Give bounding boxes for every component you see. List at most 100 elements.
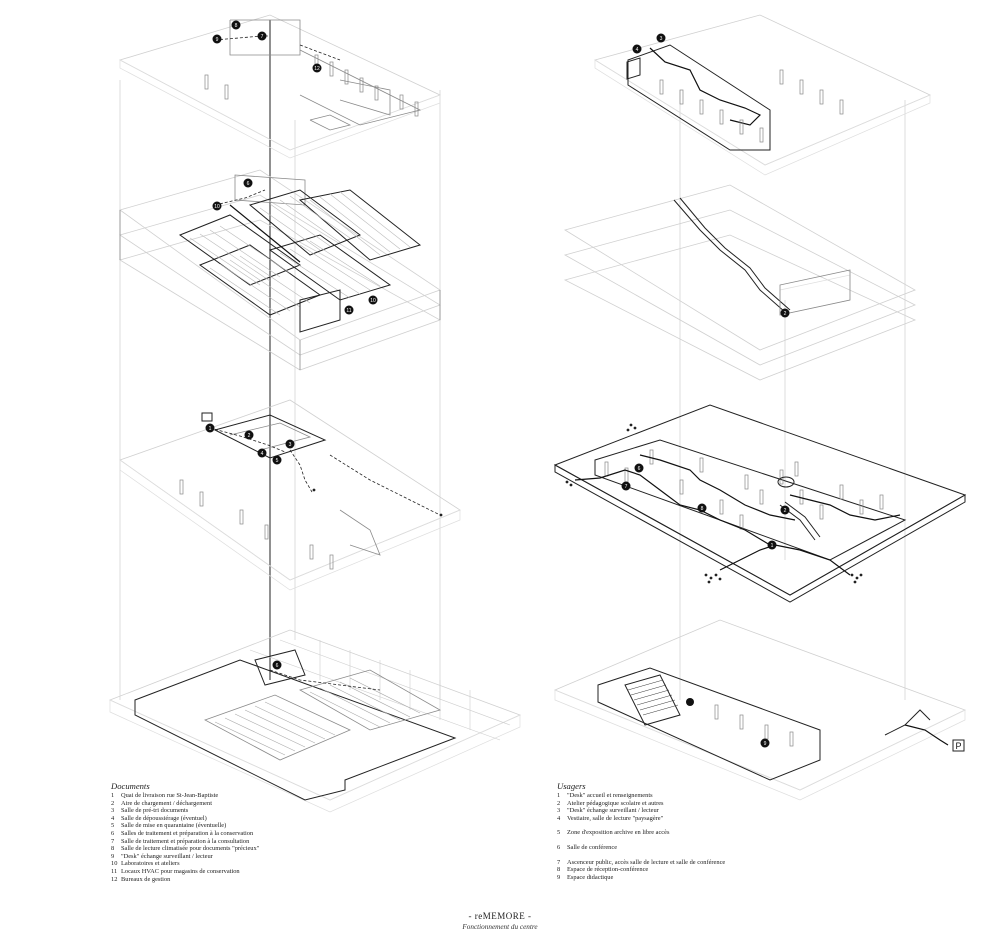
marker-2: 2	[244, 430, 254, 440]
legend-item-label: Salle de lecture climatisée pour documen…	[121, 845, 260, 853]
svg-text:4: 4	[261, 451, 264, 457]
level-storage-right	[563, 184, 917, 381]
legend-item-number: 9	[111, 852, 115, 860]
legend-item-label: Espace de réception-conférence	[567, 866, 649, 874]
svg-text:2: 2	[248, 433, 251, 439]
legend-item-label: Locaux HVAC pour magasins de conservatio…	[121, 867, 240, 875]
legend-item-number: 1	[557, 792, 561, 799]
svg-text:6: 6	[276, 663, 279, 669]
svg-text:3: 3	[660, 36, 663, 42]
legend-item-label: "Desk" échange surveillant / lecteur	[121, 852, 213, 860]
legend-item-label: Salle de dépoussiérage (éventuel)	[121, 814, 207, 822]
legend-item: 9 "Desk" échange surveillant / lecteur	[111, 853, 371, 861]
svg-text:10: 10	[370, 298, 376, 304]
title-block: - reMEMORE - Fonctionnement du centre	[0, 911, 1000, 931]
legend-item-number: 2	[111, 799, 115, 807]
legend-item-number: 7	[111, 837, 115, 845]
svg-text:11: 11	[346, 308, 351, 314]
level-top-right	[594, 14, 931, 176]
legend-item-number: 8	[557, 866, 561, 874]
legend-item-number: 9	[557, 873, 561, 881]
svg-text:9: 9	[216, 37, 219, 43]
left-markers: 8 9 7 12 6 10 11 10 1 2 3 4 5 6	[205, 20, 378, 670]
marker-r-4: 4	[632, 44, 642, 54]
marker-3: 3	[285, 439, 295, 449]
marker-9: 9	[212, 34, 222, 44]
legend-item-number: 3	[557, 807, 561, 815]
marker-7: 7	[257, 31, 267, 41]
svg-text:6: 6	[247, 181, 250, 187]
level-ground-left	[119, 399, 461, 591]
legend-item-label: Salle de pré-tri documents	[121, 807, 189, 815]
legend-item: 5 Salle de mise en quarantaine (éventuell…	[111, 822, 371, 830]
marker-1: 1	[205, 423, 215, 433]
marker-r-2: 2	[780, 505, 790, 515]
legend-usagers-heading: Usagers	[557, 781, 586, 791]
page-title: - reMEMORE -	[468, 911, 532, 921]
level-top-left	[118, 14, 442, 159]
svg-text:2: 2	[784, 508, 787, 514]
legend-item-label: Quai de livraison rue St-Jean-Baptiste	[121, 792, 219, 799]
legend-item-label: Salle de conférence	[567, 843, 618, 851]
legend-item-number: 11	[111, 867, 118, 875]
marker-r-3: 3	[656, 33, 666, 43]
svg-text:4: 4	[636, 47, 639, 53]
svg-text:6: 6	[638, 466, 641, 472]
legend-item-number: 6	[111, 829, 115, 837]
svg-text:10: 10	[214, 204, 220, 210]
marker-r-6: 6	[634, 463, 644, 473]
legend-item: 1 Quai de livraison rue St-Jean-Baptiste	[111, 792, 371, 800]
parking-label: P	[955, 741, 961, 751]
marker-10: 10	[212, 201, 222, 211]
svg-text:9: 9	[764, 741, 767, 747]
legend-item-number: 6	[557, 843, 561, 851]
legend-item-label: Laboratoires et ateliers	[121, 860, 180, 868]
svg-text:7: 7	[625, 484, 628, 490]
marker-r-8: 8	[697, 503, 707, 513]
svg-text:8: 8	[701, 506, 704, 512]
level-storage-left	[119, 169, 441, 371]
svg-text:8: 8	[235, 23, 238, 29]
legend-item: 8 Espace de réception-conférence	[557, 866, 817, 874]
marker-4: 4	[257, 448, 267, 458]
marker-6: 6	[243, 178, 253, 188]
legend-item-label: Salle de mise en quarantaine (éventuelle…	[121, 822, 227, 830]
legend-item-number: 1	[111, 792, 115, 799]
marker-11: 11	[344, 305, 354, 315]
svg-text:5: 5	[276, 458, 279, 464]
svg-text:1: 1	[771, 543, 774, 549]
legend-item-number: 5	[111, 822, 115, 830]
svg-text:2: 2	[784, 311, 787, 317]
legend-item-label: Bureaux de gestion	[121, 875, 171, 883]
level-basement-left	[108, 629, 522, 813]
level-basement-right: P	[553, 619, 967, 801]
marker-5: 5	[272, 455, 282, 465]
legend-item: 3 "Desk" échange surveillant / lecteur	[557, 807, 817, 815]
marker-8: 8	[231, 20, 241, 30]
marker-12: 12	[312, 63, 322, 73]
svg-text:1: 1	[209, 426, 212, 432]
legend-usagers-group-c: 6 Salle de conférence	[557, 844, 817, 852]
legend-item-number: 4	[557, 814, 561, 822]
page-subtitle: Fonctionnement du centre	[462, 923, 538, 931]
legend-item-number: 7	[557, 858, 561, 866]
marker-r-9: 9	[760, 738, 770, 748]
legend-item-label: "Desk" échange surveillant / lecteur	[567, 807, 659, 815]
people-pictograms	[312, 423, 863, 584]
marker-r-2-top: 2	[780, 308, 790, 318]
